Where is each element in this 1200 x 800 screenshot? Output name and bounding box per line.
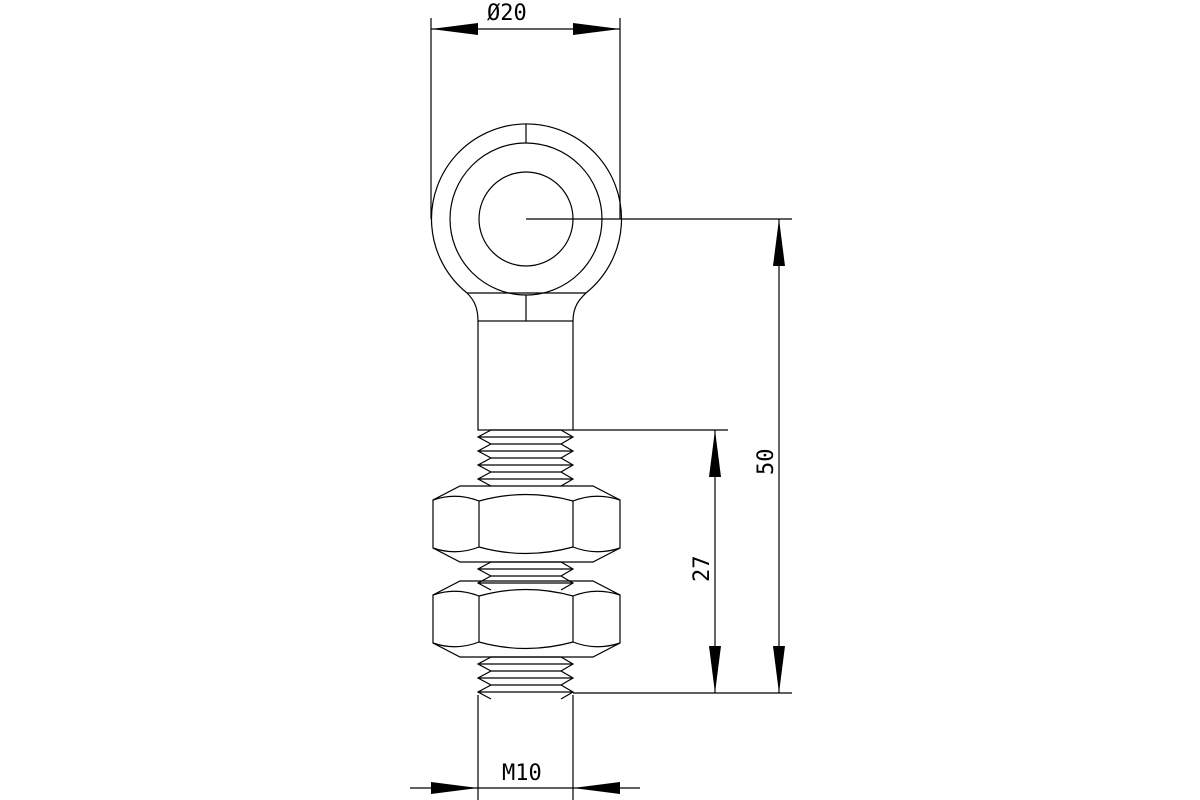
shank xyxy=(477,320,574,800)
eye xyxy=(430,123,623,322)
thread-tooth xyxy=(476,575,575,591)
nut-face-edge xyxy=(478,501,574,547)
hex-nut xyxy=(432,580,621,658)
thread xyxy=(476,429,575,700)
hex-nut xyxy=(432,485,621,563)
thread-tooth xyxy=(476,656,575,672)
nut-chamfer-arc xyxy=(432,590,621,648)
nut-chamfer-arc xyxy=(478,588,574,650)
diameter-label: Ø20 xyxy=(487,1,527,26)
thread-tooth xyxy=(476,457,575,473)
nut-chamfer-arc xyxy=(432,495,621,553)
dimension-thread-length: 27 xyxy=(573,429,728,693)
nut-chamfer-arc xyxy=(478,493,574,555)
thread-tooth xyxy=(476,429,575,445)
thread-tooth xyxy=(476,670,575,686)
thread-tooth xyxy=(476,561,575,577)
thread-tooth xyxy=(476,684,575,700)
nuts xyxy=(432,485,621,658)
nut-face-edge xyxy=(478,596,574,642)
overall-length-label: 50 xyxy=(754,449,779,476)
thread-tooth xyxy=(476,471,575,487)
dimension-thread-size: M10 xyxy=(410,761,640,794)
thread-size-label: M10 xyxy=(502,761,542,786)
thread-tooth xyxy=(476,443,575,459)
dimension-overall-length: 50 xyxy=(526,218,792,694)
dimension-diameter: Ø20 xyxy=(430,1,621,219)
thread-length-label: 27 xyxy=(690,556,715,583)
